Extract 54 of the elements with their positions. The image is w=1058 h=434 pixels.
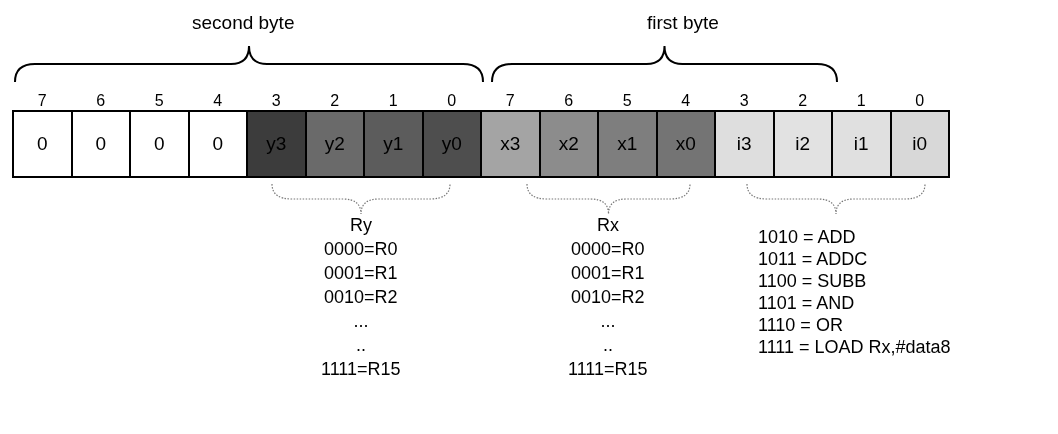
bit-number: 4 — [213, 91, 223, 111]
opcode-code: 1100 = SUBB — [758, 270, 867, 292]
register-code: 0010=R2 — [324, 286, 398, 308]
bit-number: 6 — [96, 91, 106, 111]
bit-number: 3 — [739, 91, 749, 111]
field-label: Rx — [597, 214, 619, 236]
bit-number: 2 — [798, 91, 808, 111]
register-code: 0001=R1 — [571, 262, 645, 284]
bit-number: 5 — [622, 91, 632, 111]
register-code: .. — [603, 334, 613, 356]
bit-cell: y0 — [421, 110, 482, 178]
bit-cell: x3 — [480, 110, 541, 178]
bit-number: 0 — [915, 91, 925, 111]
bit-cell: 0 — [12, 110, 73, 178]
bit-number: 5 — [154, 91, 164, 111]
opcode-code: 1110 = OR — [758, 314, 843, 336]
bit-number: 2 — [330, 91, 340, 111]
bit-number: 7 — [37, 91, 47, 111]
register-code: 0001=R1 — [324, 262, 398, 284]
bit-number: 1 — [388, 91, 398, 111]
bit-cell: x0 — [655, 110, 716, 178]
register-code: ... — [353, 310, 369, 332]
register-code: .. — [356, 334, 366, 356]
bit-number: 1 — [856, 91, 866, 111]
bit-cell: i3 — [714, 110, 775, 178]
field-label: Ry — [350, 214, 372, 236]
bit-cell: x1 — [597, 110, 658, 178]
opcode-code: 1010 = ADD — [758, 226, 856, 248]
bit-cell: y3 — [246, 110, 307, 178]
bit-number: 6 — [564, 91, 574, 111]
bit-cell: i2 — [772, 110, 833, 178]
bit-cell: 0 — [70, 110, 131, 178]
register-code: ... — [600, 310, 616, 332]
bit-cell: x2 — [538, 110, 599, 178]
bit-number: 7 — [505, 91, 515, 111]
opcode-code: 1011 = ADDC — [758, 248, 868, 270]
bit-cell: y2 — [304, 110, 365, 178]
register-code: 0000=R0 — [571, 238, 645, 260]
register-code: 1111=R15 — [568, 358, 648, 380]
bit-number: 3 — [271, 91, 281, 111]
bit-cell: 0 — [129, 110, 190, 178]
bit-number: 0 — [447, 91, 457, 111]
register-code: 0000=R0 — [324, 238, 398, 260]
register-code: 0010=R2 — [571, 286, 645, 308]
byte-label: first byte — [647, 12, 719, 34]
bit-cell: 0 — [187, 110, 248, 178]
opcode-code: 1111 = LOAD Rx,#data8 — [758, 336, 951, 358]
opcode-code: 1101 = AND — [758, 292, 855, 314]
bit-cell: i0 — [889, 110, 950, 178]
bit-number: 4 — [681, 91, 691, 111]
byte-label: second byte — [192, 12, 295, 34]
bit-cell: y1 — [363, 110, 424, 178]
register-code: 1111=R15 — [321, 358, 401, 380]
bit-cell: i1 — [831, 110, 892, 178]
